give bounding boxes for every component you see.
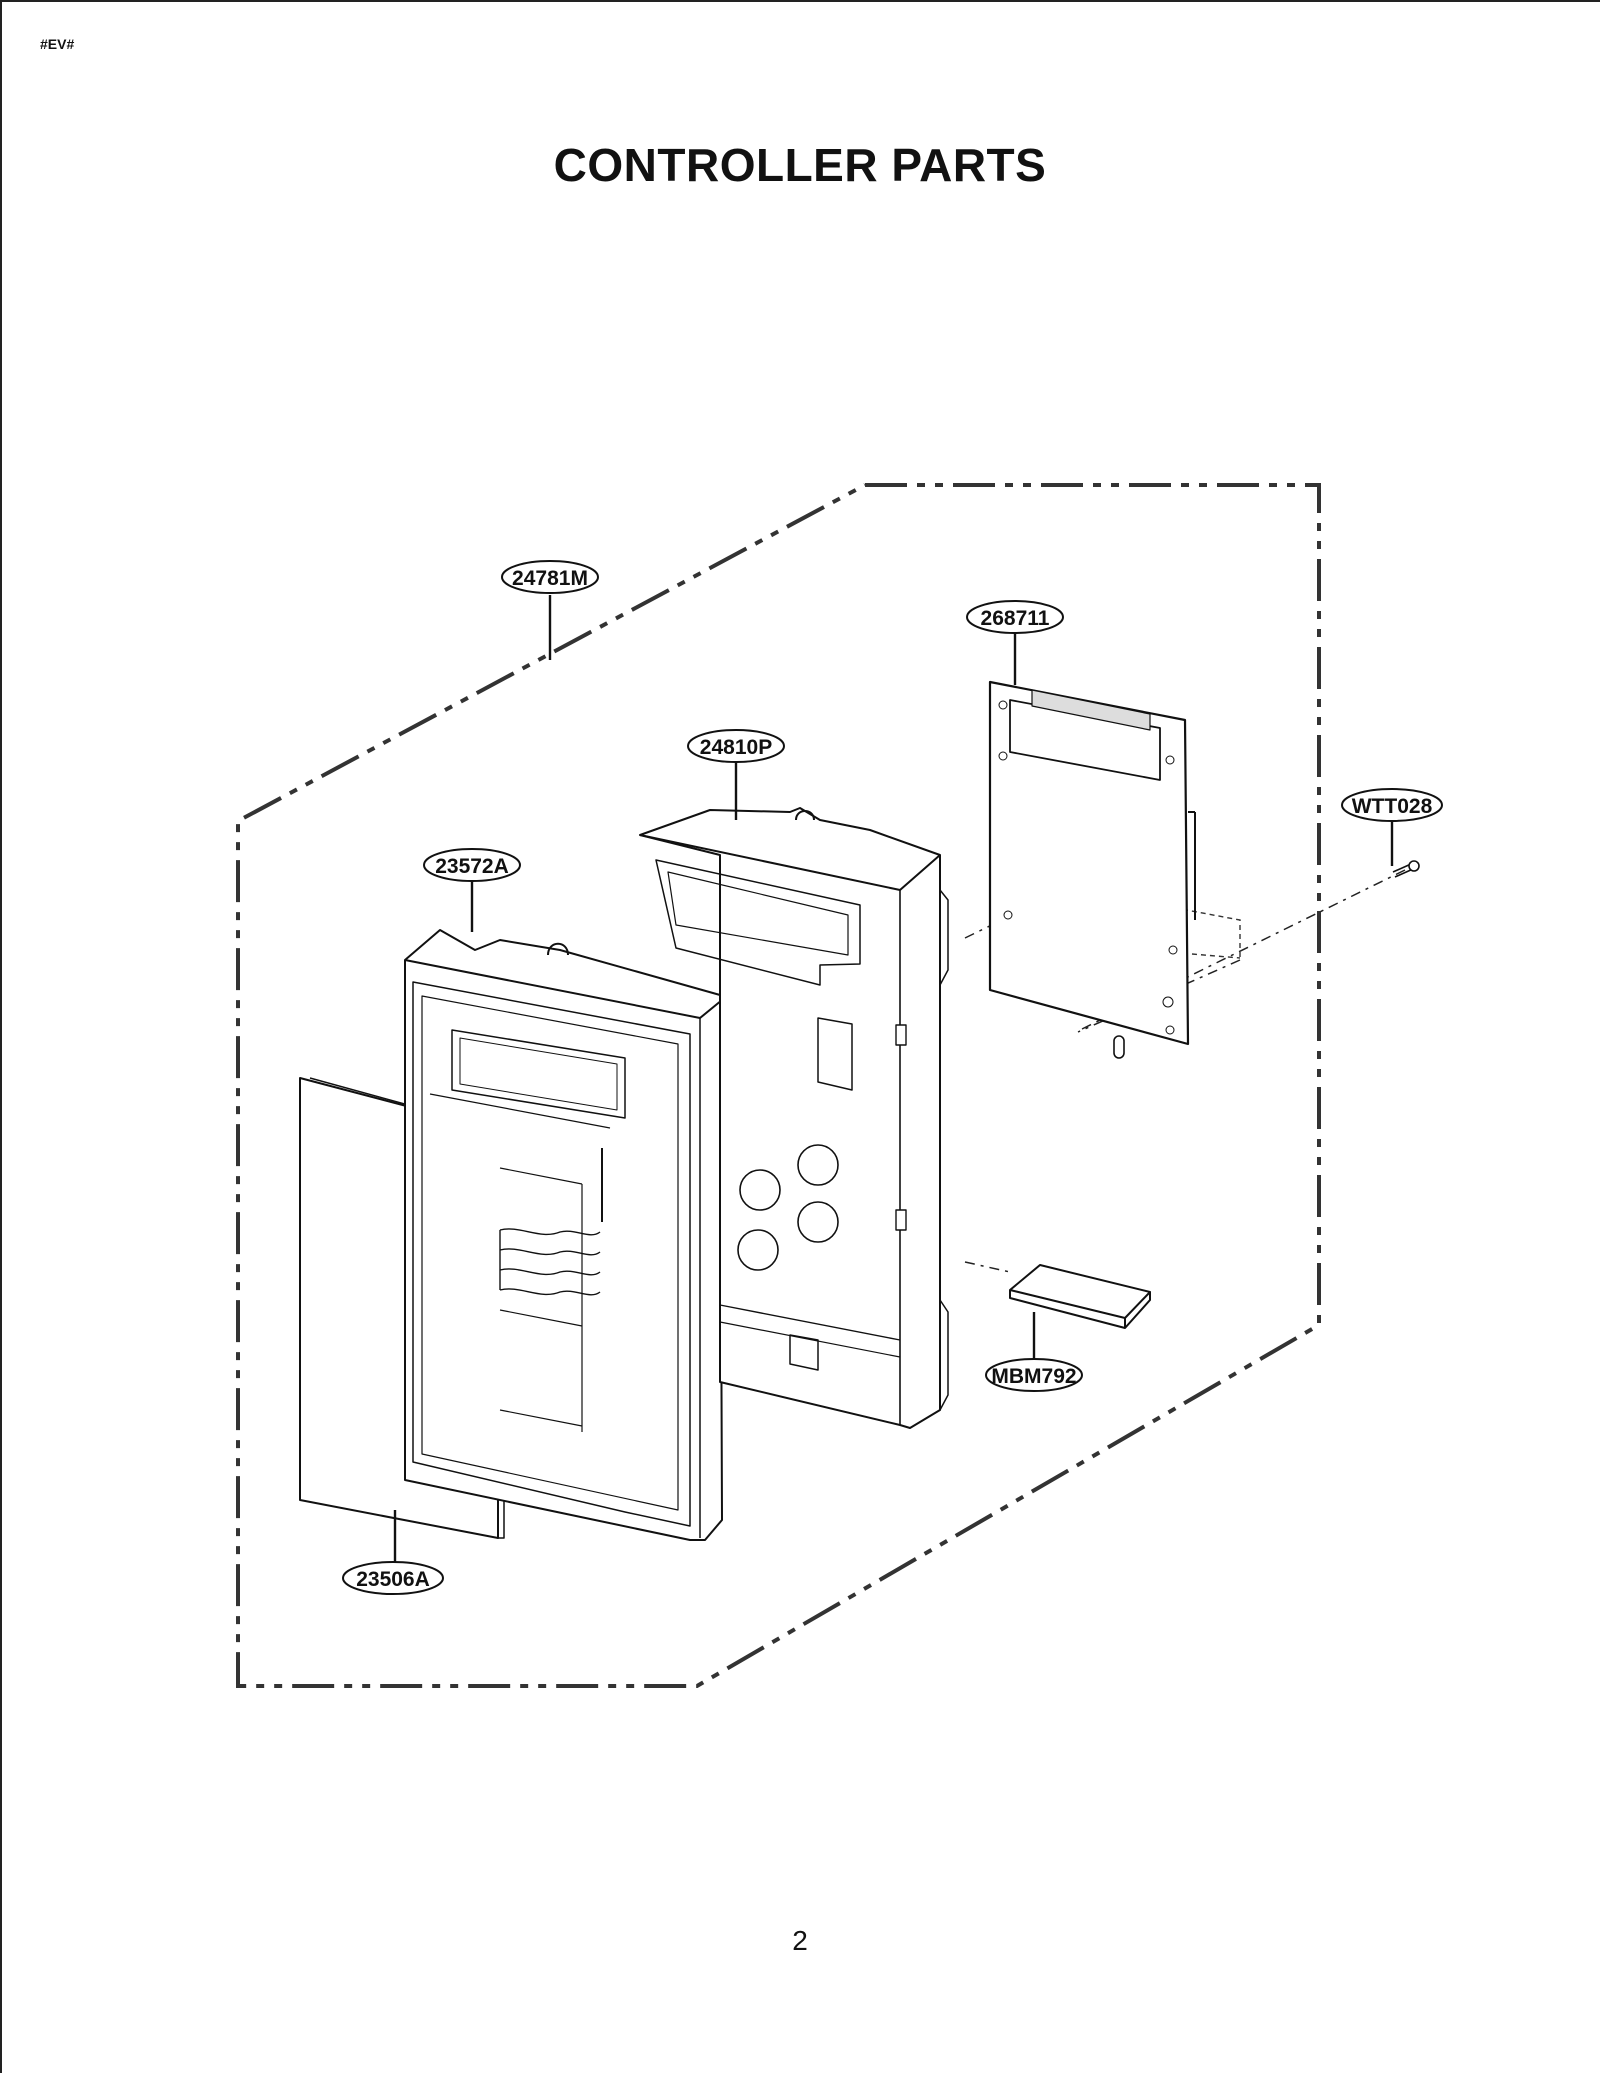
label-MBM792: MBM792 — [991, 1365, 1076, 1388]
label-24781M: 24781M — [512, 567, 588, 590]
label-268711: 268711 — [981, 607, 1050, 630]
callout-23506A: 23506A — [342, 1561, 444, 1595]
control-panel — [404, 929, 723, 1541]
leader-lines — [393, 595, 1394, 1562]
flex-cable — [499, 1228, 601, 1296]
screw — [1392, 860, 1420, 878]
callout-24781M: 24781M — [501, 560, 599, 594]
pcb-board — [988, 680, 1196, 1059]
callout-23572A: 23572A — [423, 848, 521, 882]
label-23506A: 23506A — [356, 1568, 430, 1591]
document-code: #EV# — [40, 36, 75, 52]
assembly-boundary — [236, 483, 1321, 1688]
callout-WTT028: WTT028 — [1341, 788, 1443, 822]
page-title: CONTROLLER PARTS — [553, 139, 1047, 191]
label-24810P: 24810P — [700, 736, 772, 759]
callout-268711: 268711 — [966, 600, 1064, 634]
callout-MBM792: MBM792 — [985, 1358, 1083, 1392]
frame-button-cutouts — [737, 1144, 839, 1271]
label-23572A: 23572A — [435, 855, 509, 878]
control-frame — [639, 807, 949, 1429]
label-WTT028: WTT028 — [1352, 795, 1433, 818]
page-number: 2 — [792, 1925, 808, 1956]
ribbon-connector — [1009, 1264, 1151, 1329]
callout-24810P: 24810P — [687, 729, 785, 763]
